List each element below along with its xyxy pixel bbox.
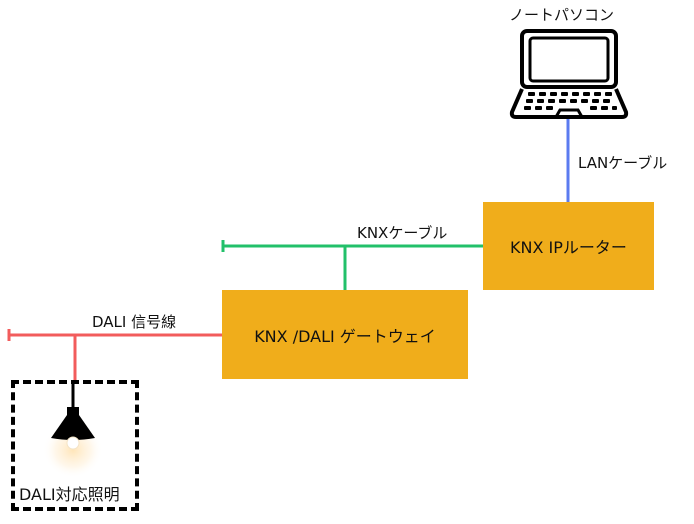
dali-signal-label: DALI 信号線 [92,313,177,331]
pendant-lamp-icon [43,382,103,478]
knx-dali-gateway-label: KNX /DALI ゲートウェイ [254,326,436,346]
dali-lighting-group[interactable] [11,380,139,511]
knx-dali-gateway-box[interactable]: KNX /DALI ゲートウェイ [222,290,468,379]
laptop-icon [509,29,629,119]
knx-ip-router-box[interactable]: KNX IPルーター [483,202,654,290]
laptop-label: ノートパソコン [509,6,615,24]
dali-lighting-label: DALI対応照明 [19,485,120,504]
lan-cable-label: LANケーブル [578,154,668,172]
knx-ip-router-label: KNX IPルーター [510,238,627,257]
knx-cable-label: KNXケーブル [357,224,448,242]
